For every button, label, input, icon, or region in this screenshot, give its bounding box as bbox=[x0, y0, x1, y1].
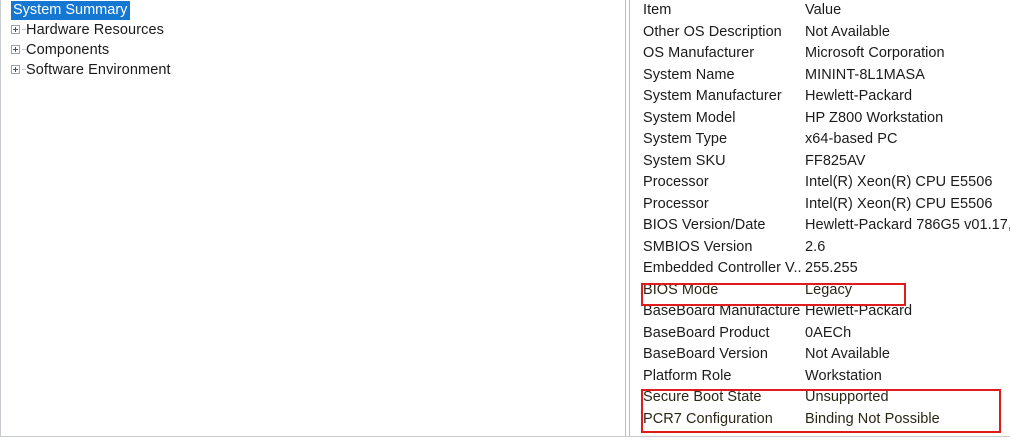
table-row[interactable]: BaseBoard Version Not Available bbox=[632, 344, 1010, 366]
expand-plus-icon[interactable] bbox=[11, 24, 20, 34]
table-row[interactable]: System Model HP Z800 Workstation bbox=[632, 108, 1010, 130]
navigation-tree-pane[interactable]: System Summary Hardware Resources Compon… bbox=[0, 0, 620, 437]
tree-item-components[interactable]: Components bbox=[1, 40, 620, 60]
row-item-label: BaseBoard Manufacturer bbox=[643, 303, 801, 319]
table-row[interactable]: Platform Role Workstation bbox=[632, 366, 1010, 388]
row-item-label: Processor bbox=[643, 174, 709, 190]
column-header-item[interactable]: Item bbox=[643, 2, 672, 18]
table-row[interactable]: OS Manufacturer Microsoft Corporation bbox=[632, 43, 1010, 65]
row-item-label: BIOS Version/Date bbox=[643, 217, 766, 233]
detail-list-pane[interactable]: Item Value Other OS Description Not Avai… bbox=[632, 0, 1010, 437]
row-value-label: 255.255 bbox=[805, 260, 858, 276]
row-value-label: Unsupported bbox=[805, 389, 889, 405]
row-item-label: BaseBoard Product bbox=[643, 324, 770, 341]
table-row[interactable]: BaseBoard Product 0AECh bbox=[632, 323, 1010, 345]
expand-plus-icon[interactable] bbox=[11, 44, 20, 54]
row-value-label: Microsoft Corporation bbox=[805, 45, 945, 61]
row-value-label: Hewlett-Packard bbox=[805, 88, 913, 104]
row-item-label: Other OS Description bbox=[643, 23, 782, 40]
tree-item-software-environment[interactable]: Software Environment bbox=[1, 60, 620, 80]
row-value-label: Intel(R) Xeon(R) CPU E5506 bbox=[805, 174, 993, 190]
row-value-label: MININT-8L1MASA bbox=[805, 66, 925, 83]
row-item-label: Platform Role bbox=[643, 367, 732, 384]
row-item-label: System SKU bbox=[643, 152, 726, 169]
row-value-label: Workstation bbox=[805, 367, 882, 384]
row-item-label: System Model bbox=[643, 109, 736, 126]
tree-connector-line bbox=[22, 68, 26, 70]
table-row-secure-boot-state[interactable]: Secure Boot State Unsupported bbox=[632, 387, 1010, 409]
row-value-label: FF825AV bbox=[805, 152, 866, 169]
table-row[interactable]: System Manufacturer Hewlett-Packard bbox=[632, 86, 1010, 108]
row-item-label: OS Manufacturer bbox=[643, 45, 755, 61]
table-row[interactable]: BaseBoard Manufacturer Hewlett-Packard bbox=[632, 301, 1010, 323]
row-value-label: 0AECh bbox=[805, 324, 852, 341]
tree-item-components-label: Components bbox=[26, 42, 110, 59]
table-row[interactable]: BIOS Version/Date Hewlett-Packard 786G5 … bbox=[632, 215, 1010, 237]
row-item-label: Secure Boot State bbox=[643, 389, 762, 405]
row-value-label: Hewlett-Packard bbox=[805, 303, 913, 319]
column-header-value[interactable]: Value bbox=[805, 2, 842, 18]
splitter-line-left bbox=[625, 0, 626, 437]
tree-item-hardware-resources-label: Hardware Resources bbox=[26, 22, 164, 39]
tree-item-software-environment-label: Software Environment bbox=[26, 62, 171, 79]
table-row-pcr7-configuration[interactable]: PCR7 Configuration Binding Not Possible bbox=[632, 409, 1010, 431]
row-value-label: 2.6 bbox=[805, 238, 826, 255]
row-value-label: HP Z800 Workstation bbox=[805, 109, 944, 126]
splitter-line-right bbox=[629, 0, 630, 437]
table-row[interactable]: Other OS Description Not Available bbox=[632, 22, 1010, 44]
tree-item-system-summary[interactable]: System Summary bbox=[1, 0, 620, 20]
table-row[interactable]: Embedded Controller V... 255.255 bbox=[632, 258, 1010, 280]
pane-splitter[interactable] bbox=[620, 0, 632, 437]
row-item-label: BaseBoard Version bbox=[643, 346, 768, 362]
row-value-label: Hewlett-Packard 786G5 v01.17, 8/ bbox=[805, 217, 1010, 233]
expand-plus-icon[interactable] bbox=[11, 64, 20, 74]
table-row[interactable]: System Type x64-based PC bbox=[632, 129, 1010, 151]
tree-item-system-summary-label: System Summary bbox=[11, 0, 131, 20]
row-value-label: Legacy bbox=[805, 281, 853, 298]
row-value-label: x64-based PC bbox=[805, 131, 898, 147]
tree-connector-line bbox=[22, 28, 26, 30]
column-header-row[interactable]: Item Value bbox=[632, 0, 1010, 22]
table-row[interactable]: System SKU FF825AV bbox=[632, 151, 1010, 173]
table-row[interactable]: Processor Intel(R) Xeon(R) CPU E5506 bbox=[632, 172, 1010, 194]
row-item-label: PCR7 Configuration bbox=[643, 410, 773, 427]
row-value-label: Not Available bbox=[805, 346, 891, 362]
table-row[interactable]: System Name MININT-8L1MASA bbox=[632, 65, 1010, 87]
row-item-label: System Type bbox=[643, 131, 728, 147]
table-row[interactable]: Processor Intel(R) Xeon(R) CPU E5506 bbox=[632, 194, 1010, 216]
row-item-label: Embedded Controller V... bbox=[643, 260, 801, 276]
tree-connector-line bbox=[22, 48, 26, 50]
row-item-label: BIOS Mode bbox=[643, 281, 719, 298]
row-value-label: Intel(R) Xeon(R) CPU E5506 bbox=[805, 195, 993, 212]
window-bottom-border bbox=[0, 436, 1010, 437]
table-row-bios-mode[interactable]: BIOS Mode Legacy bbox=[632, 280, 1010, 302]
row-item-label: System Manufacturer bbox=[643, 88, 782, 104]
row-value-label: Not Available bbox=[805, 23, 891, 40]
row-item-label: Processor bbox=[643, 195, 709, 212]
tree-item-hardware-resources[interactable]: Hardware Resources bbox=[1, 20, 620, 40]
row-value-label: Binding Not Possible bbox=[805, 410, 940, 427]
row-item-label: SMBIOS Version bbox=[643, 238, 753, 255]
row-item-label: System Name bbox=[643, 66, 735, 83]
table-row[interactable]: SMBIOS Version 2.6 bbox=[632, 237, 1010, 259]
